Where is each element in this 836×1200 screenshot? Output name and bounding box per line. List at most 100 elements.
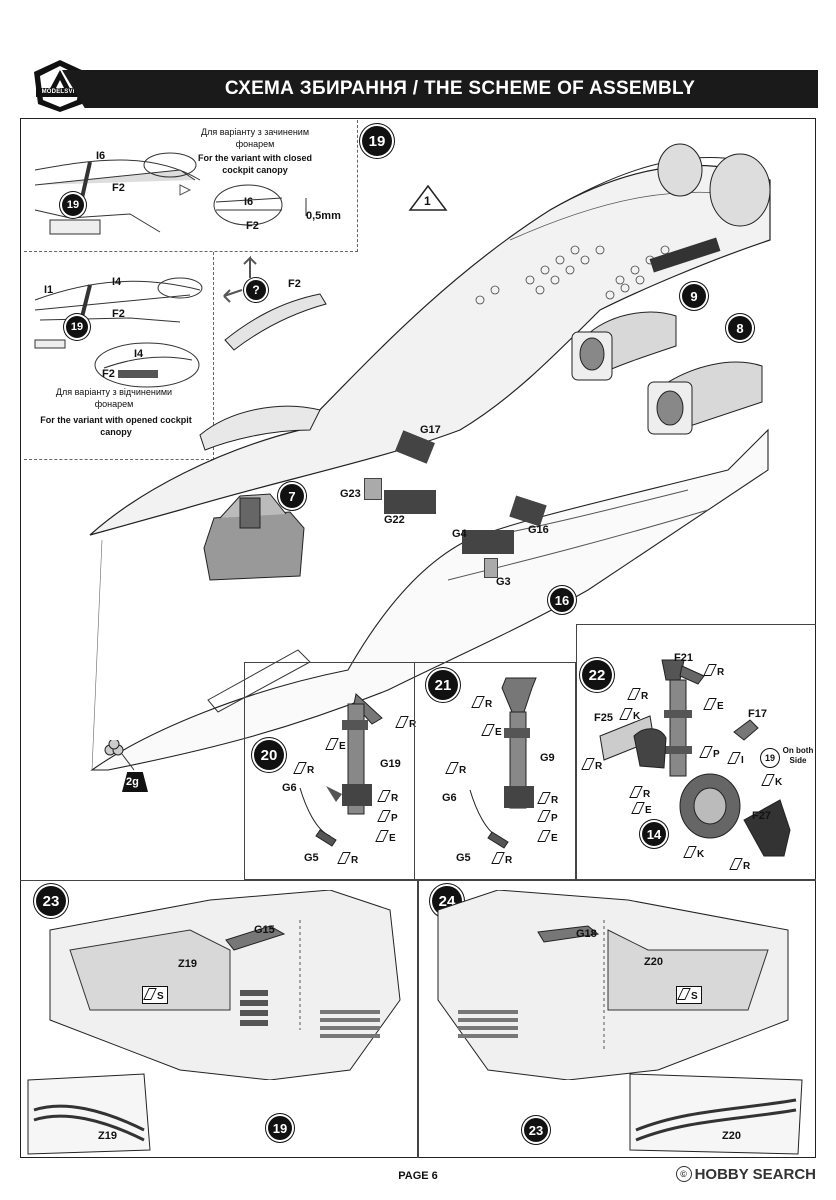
step20-part-g6: G6 [282, 782, 297, 794]
inset-opened-part-i1: I1 [44, 284, 54, 296]
part-g22-shape [384, 490, 436, 514]
step24-panel [418, 880, 816, 1158]
inset-closed-part-i6-b: I6 [244, 196, 254, 208]
weight-icon [122, 772, 148, 792]
step24-part-g18: G18 [576, 928, 597, 940]
step20-paint-r3: R [377, 790, 398, 804]
step23-badge: 23 [36, 886, 66, 916]
part-g23-shape [364, 478, 382, 500]
part-g4-shape [462, 530, 514, 554]
step20-paint-p: P [377, 810, 398, 824]
step22-note-badge: 19 [760, 748, 780, 768]
page-title-banner: СХЕМА ЗБИРАННЯ / THE SCHEME OF ASSEMBLY [62, 70, 818, 108]
inset-closed-en: For the variant with closed cockpit cano… [197, 153, 313, 175]
page-number: PAGE 6 [398, 1170, 438, 1182]
step21-part-g5: G5 [456, 852, 471, 864]
step22-paint-i: I [727, 752, 744, 766]
question-badge: ? [246, 280, 266, 300]
part-g3: G3 [496, 576, 511, 588]
step22-paint-k3: K [683, 846, 704, 860]
inset-opened-part-i4-a: I4 [112, 276, 122, 288]
step22-part-f25: F25 [594, 712, 613, 724]
step24-ref-badge: 23 [524, 1118, 548, 1142]
step21-paint-r1: R [471, 696, 492, 710]
step24-bay-drawing [437, 890, 789, 1080]
step22-paint-r1: R [627, 688, 648, 702]
step-badge-7: 7 [280, 484, 304, 508]
brand-logo-text: MODELSVIT [41, 89, 79, 95]
step21-paint-e1: E [481, 724, 502, 738]
step22-paint-r3: R [581, 758, 602, 772]
warning-triangle-icon [408, 184, 448, 211]
step22-sub-badge: 14 [642, 822, 666, 846]
step-badge-8: 8 [728, 316, 752, 340]
inset-closed-part-f2-b: F2 [246, 220, 259, 232]
step22-paint-r4: R [629, 786, 650, 800]
step22-paint-p: P [699, 746, 720, 760]
main-step-badge: 19 [362, 126, 392, 156]
step20-panel [244, 662, 414, 880]
step23-part-z19-b: Z19 [98, 1130, 117, 1142]
step20-part-g19: G19 [380, 758, 401, 770]
step22-paint-e1: E [703, 698, 724, 712]
page-title: СХЕМА ЗБИРАННЯ / THE SCHEME OF ASSEMBLY [224, 78, 696, 99]
nose-weight-drawing [104, 740, 135, 771]
part-f2: F2 [288, 278, 301, 290]
step20-paint-r1: R [395, 716, 416, 730]
step20-paint-e1: E [325, 738, 346, 752]
step22-paint-k2: K [761, 774, 782, 788]
step22-note: On both Side [782, 746, 814, 765]
inset-closed-step-badge: 19 [62, 194, 84, 216]
step-badge-9: 9 [682, 284, 706, 308]
step21-panel [414, 662, 576, 880]
step20-part-g5: G5 [304, 852, 319, 864]
step21-badge: 21 [428, 670, 458, 700]
inset-opened-part-f2-b: F2 [102, 368, 115, 380]
step24-detail-drawing [629, 1073, 803, 1155]
hobby-search-watermark: ©HOBBY SEARCH [675, 1166, 816, 1183]
step24-part-z20-a: Z20 [644, 956, 663, 968]
part-g3-shape [484, 558, 498, 578]
step22-part-f21: F21 [674, 652, 693, 664]
step22-panel [576, 624, 816, 880]
inset-opened-zoom [94, 342, 200, 388]
fuselage-lower-drawing [90, 428, 769, 771]
step21-paint-p: P [537, 810, 558, 824]
step20-paint-r2: R [293, 762, 314, 776]
canopy-part-drawing [224, 293, 327, 351]
part-g17: G17 [420, 424, 441, 436]
step22-paint-e2: E [631, 802, 652, 816]
part-g23: G23 [340, 488, 361, 500]
step20-badge: 20 [254, 740, 284, 770]
inset-closed-ua: Для варіанту з зачиненим фонарем [200, 127, 310, 149]
nose-weight-label: 2g [126, 776, 139, 788]
fuselage-upper-drawing [89, 143, 771, 536]
step21-strut-drawing [469, 677, 537, 849]
step23-bay-drawing [49, 890, 401, 1080]
step20-paint-e2: E [375, 830, 396, 844]
step23-paint-s: S [142, 986, 168, 1004]
inset-opened-step-badge: 19 [66, 316, 88, 338]
step-badge-16: 16 [550, 588, 574, 612]
inset-opened-canopy [24, 252, 214, 460]
step21-paint-r2: R [445, 762, 466, 776]
inset-opened-en: For the variant with opened cockpit cano… [40, 415, 192, 437]
inset-closed-dimension: 0,5mm [306, 210, 341, 222]
step24-part-z20-b: Z20 [722, 1130, 741, 1142]
step22-badge: 22 [582, 660, 612, 690]
step20-strut-drawing [299, 693, 383, 847]
step24-paint-s: S [676, 986, 702, 1004]
part-g22: G22 [384, 514, 405, 526]
inset-opened-part-i4-b: I4 [134, 348, 144, 360]
step23-panel [20, 880, 418, 1158]
part-g4: G4 [452, 528, 467, 540]
step22-part-f27: F27 [752, 810, 771, 822]
engine-nozzle-9 [571, 311, 677, 381]
engine-nozzle-8 [647, 361, 763, 435]
step23-part-z19-a: Z19 [178, 958, 197, 970]
step22-paint-r2: R [703, 664, 724, 678]
step22-paint-r5: R [729, 858, 750, 872]
step23-ref-badge: 19 [268, 1116, 292, 1140]
step22-part-f17: F17 [748, 708, 767, 720]
direction-arrows [223, 255, 257, 303]
